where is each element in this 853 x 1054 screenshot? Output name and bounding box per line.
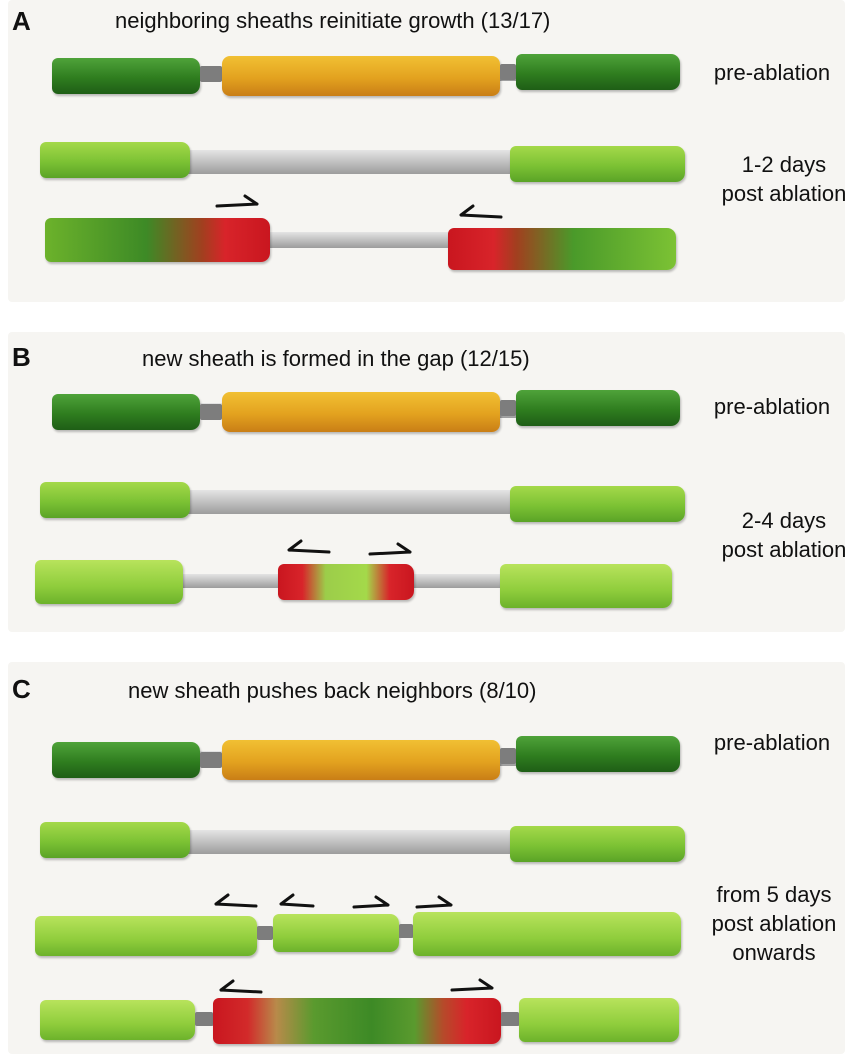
stage-label-post-ablation: 2-4 days post ablation <box>720 506 848 564</box>
panel-c-title: new sheath pushes back neighbors (8/10) <box>128 678 536 704</box>
growth-arrow-right-icon <box>368 540 416 560</box>
stage-label-pre-ablation: pre-ablation <box>702 728 842 757</box>
node-of-ranvier <box>500 748 516 764</box>
stage-label-pre-ablation: pre-ablation <box>702 392 842 421</box>
myelin-sheath <box>35 916 257 956</box>
panel-b-letter: B <box>12 342 31 373</box>
node-of-ranvier <box>200 66 222 82</box>
regrowing-sheath-left <box>45 218 270 262</box>
myelin-sheath <box>500 564 672 608</box>
myelin-sheath <box>510 826 685 862</box>
ablated-sheath <box>222 56 500 96</box>
growth-arrow-left-icon <box>283 538 331 558</box>
myelin-sheath <box>40 482 190 518</box>
node-of-ranvier <box>500 400 516 416</box>
panel-b-title: new sheath is formed in the gap (12/15) <box>142 346 530 372</box>
panel-c-background <box>8 662 845 1054</box>
panel-a-letter: A <box>12 6 31 37</box>
growth-arrow-right-icon <box>450 976 498 996</box>
growth-arrow-left-icon <box>275 892 315 912</box>
growth-arrow-left-icon <box>210 892 258 912</box>
myelin-sheath <box>519 998 679 1042</box>
panel-c-letter: C <box>12 674 31 705</box>
ablated-sheath <box>222 740 500 780</box>
node-of-ranvier <box>200 404 222 420</box>
growth-arrow-right-icon <box>352 893 394 913</box>
myelin-sheath <box>52 742 200 778</box>
axon <box>260 232 460 248</box>
myelin-sheath <box>510 146 685 182</box>
myelin-sheath <box>510 486 685 522</box>
panel-a-title: neighboring sheaths reinitiate growth (1… <box>115 8 550 34</box>
node-of-ranvier <box>500 64 516 80</box>
stage-label-post-ablation: from 5 days post ablation onwards <box>698 880 850 967</box>
node-of-ranvier <box>195 1012 213 1026</box>
stage-label-pre-ablation: pre-ablation <box>702 58 842 87</box>
myelin-sheath <box>35 560 183 604</box>
node-of-ranvier <box>399 924 413 938</box>
myelin-sheath <box>40 1000 195 1040</box>
growth-arrow-left-icon <box>215 978 263 998</box>
myelin-sheath <box>516 736 680 772</box>
myelin-sheath <box>516 390 680 426</box>
new-sheath <box>273 914 399 952</box>
ablated-sheath <box>222 392 500 432</box>
myelin-sheath <box>52 58 200 94</box>
myelin-sheath <box>40 822 190 858</box>
axon <box>185 150 515 174</box>
growth-arrow-left-icon <box>455 203 503 223</box>
node-of-ranvier <box>501 1012 519 1026</box>
myelin-sheath <box>516 54 680 90</box>
myelin-sheath <box>413 912 681 956</box>
myelin-sheath <box>40 142 190 178</box>
node-of-ranvier <box>200 752 222 768</box>
myelin-sheath <box>52 394 200 430</box>
regrowing-sheath-right <box>448 228 676 270</box>
expanded-new-sheath <box>213 998 501 1044</box>
axon <box>185 830 515 854</box>
growth-arrow-right-icon <box>215 192 263 212</box>
new-sheath <box>278 564 414 600</box>
node-of-ranvier <box>257 926 273 940</box>
axon <box>185 490 515 514</box>
growth-arrow-right-icon <box>415 893 457 913</box>
stage-label-post-ablation: 1-2 days post ablation <box>720 150 848 208</box>
